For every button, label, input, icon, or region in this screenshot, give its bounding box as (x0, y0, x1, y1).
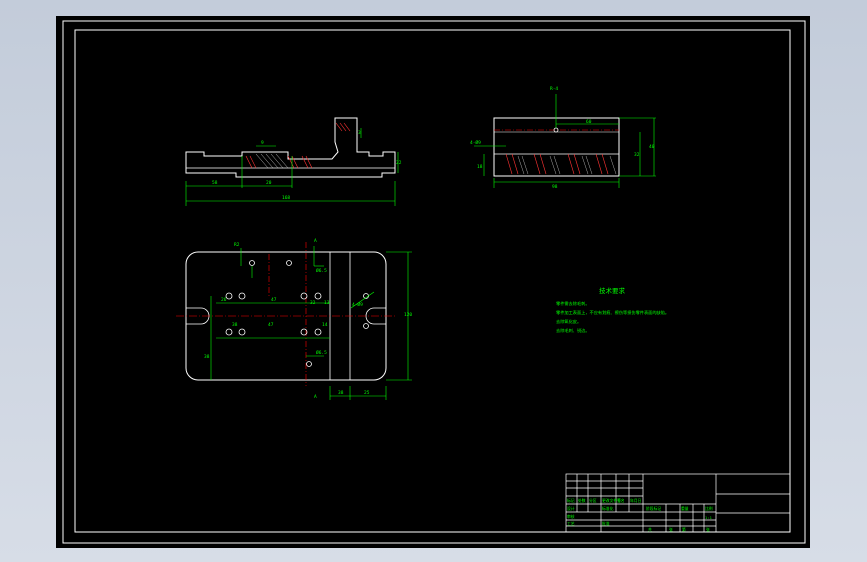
plan-dim-h5: 38 (232, 322, 238, 328)
drawing-sheet[interactable]: 9 3 58 20 22 168 (56, 16, 810, 548)
notes-title: 技术要求 (599, 286, 626, 295)
plan-dim-v2: Ø6.5 (316, 349, 327, 356)
tb-cell-1: 处数 (578, 498, 586, 503)
plan-dim-b1: 38 (338, 390, 344, 396)
plan-dim-h6: 47 (268, 322, 274, 328)
side-view-outline (493, 117, 620, 177)
tb-cell-4: 签名 (617, 498, 625, 503)
tb-cell-16: 第 (682, 527, 686, 532)
title-block (565, 473, 791, 533)
side-hatch (505, 153, 609, 175)
front-dim-mid: 20 (266, 180, 272, 186)
tb-cell-7: 标准化 (602, 506, 614, 511)
front-dim-top: 9 (261, 140, 264, 146)
tb-cell-14: 共 (648, 527, 652, 532)
notes-line-1: 零件需去除毛刺。 (556, 300, 590, 307)
plan-dim-right-v: 120 (404, 312, 412, 318)
front-dim-total: 168 (282, 195, 290, 201)
side-dim-bottom: 18 (477, 164, 483, 170)
front-dim-left: 58 (212, 180, 218, 186)
tb-cell-6: 设计 (567, 506, 575, 511)
tb-cell-15: 张 (669, 527, 673, 532)
notes-line-3: 去除氧化皮。 (556, 318, 581, 325)
front-hatch (245, 122, 351, 169)
plan-dim-v1: Ø6.5 (316, 267, 327, 274)
plan-dim-h2: 47 (271, 297, 277, 303)
tb-cell-0: 标记 (567, 498, 575, 503)
front-hatch-white (255, 153, 289, 169)
tb-cell-11: 审核 (567, 514, 575, 519)
plan-dim-h7: 14 (322, 322, 328, 328)
side-dim-side: 32 (634, 152, 640, 158)
tech-notes: 技术要求 零件需去除毛刺。 零件加工表面上，不应有划痕、擦伤等损伤零件表面的缺陷… (556, 286, 669, 334)
front-dim-small: 3 (358, 130, 361, 136)
plan-view: A A R2 26 47 32 13 38 47 14 Ø6.5 Ø6.5 38… (176, 238, 412, 400)
plan-mark-a1: A (314, 238, 317, 244)
front-view-outline (185, 117, 396, 178)
right-slot (365, 307, 386, 325)
notes-line-4: 去除毛刺、锐边。 (556, 327, 590, 334)
side-dim-height: 40 (649, 144, 655, 150)
tb-cell-5: 年月日 (630, 498, 642, 503)
tb-cell-8: 阶段标记 (646, 506, 661, 511)
side-view: R-4 60 32 40 4-Ø9 18 98 (470, 86, 656, 190)
side-dim-label: R-4 (550, 86, 558, 92)
tb-cell-18: 1:1 (705, 515, 713, 520)
drawing-canvas: 9 3 58 20 22 168 (62, 20, 806, 544)
plan-dim-r: R2 (234, 242, 240, 248)
front-view: 9 3 58 20 22 168 (185, 117, 402, 206)
side-dim-total: 98 (552, 184, 558, 190)
tb-cell-12: 工艺 (567, 521, 575, 526)
side-dims (474, 94, 656, 188)
inner-frame (74, 29, 791, 533)
plan-dim-h4: 13 (324, 300, 330, 306)
plan-mark-a2: A (314, 394, 317, 400)
plan-dim-h1: 26 (221, 297, 227, 303)
tb-cell-13: 批准 (602, 521, 610, 526)
plan-dim-left-v: 38 (204, 354, 210, 360)
outer-frame (62, 20, 806, 544)
front-dims (185, 128, 399, 206)
plan-dims (210, 246, 412, 400)
plan-dim-b2: 25 (364, 390, 370, 396)
plan-dim-h3: 32 (310, 300, 316, 306)
tb-cell-10: 比例 (705, 506, 713, 511)
tb-cell-3: 更改文件号 (602, 498, 621, 503)
plan-holes (225, 260, 369, 367)
notes-line-2: 零件加工表面上，不应有划痕、擦伤等损伤零件表面的缺陷。 (556, 309, 669, 316)
side-hatch-white (517, 155, 617, 175)
tb-cell-17: 张 (706, 527, 710, 532)
plan-dim-angle: 4-Ø9 (352, 301, 363, 308)
tb-cell-2: 分区 (589, 498, 597, 503)
side-dim-top: 60 (586, 119, 592, 125)
side-dim-left: 4-Ø9 (470, 139, 481, 146)
tb-cell-9: 重量 (681, 506, 689, 511)
front-dim-height: 22 (396, 160, 402, 166)
title-block-text: 标记 处数 分区 更改文件号 签名 年月日 设计 标准化 阶段标记 重量 比例 … (567, 498, 713, 532)
